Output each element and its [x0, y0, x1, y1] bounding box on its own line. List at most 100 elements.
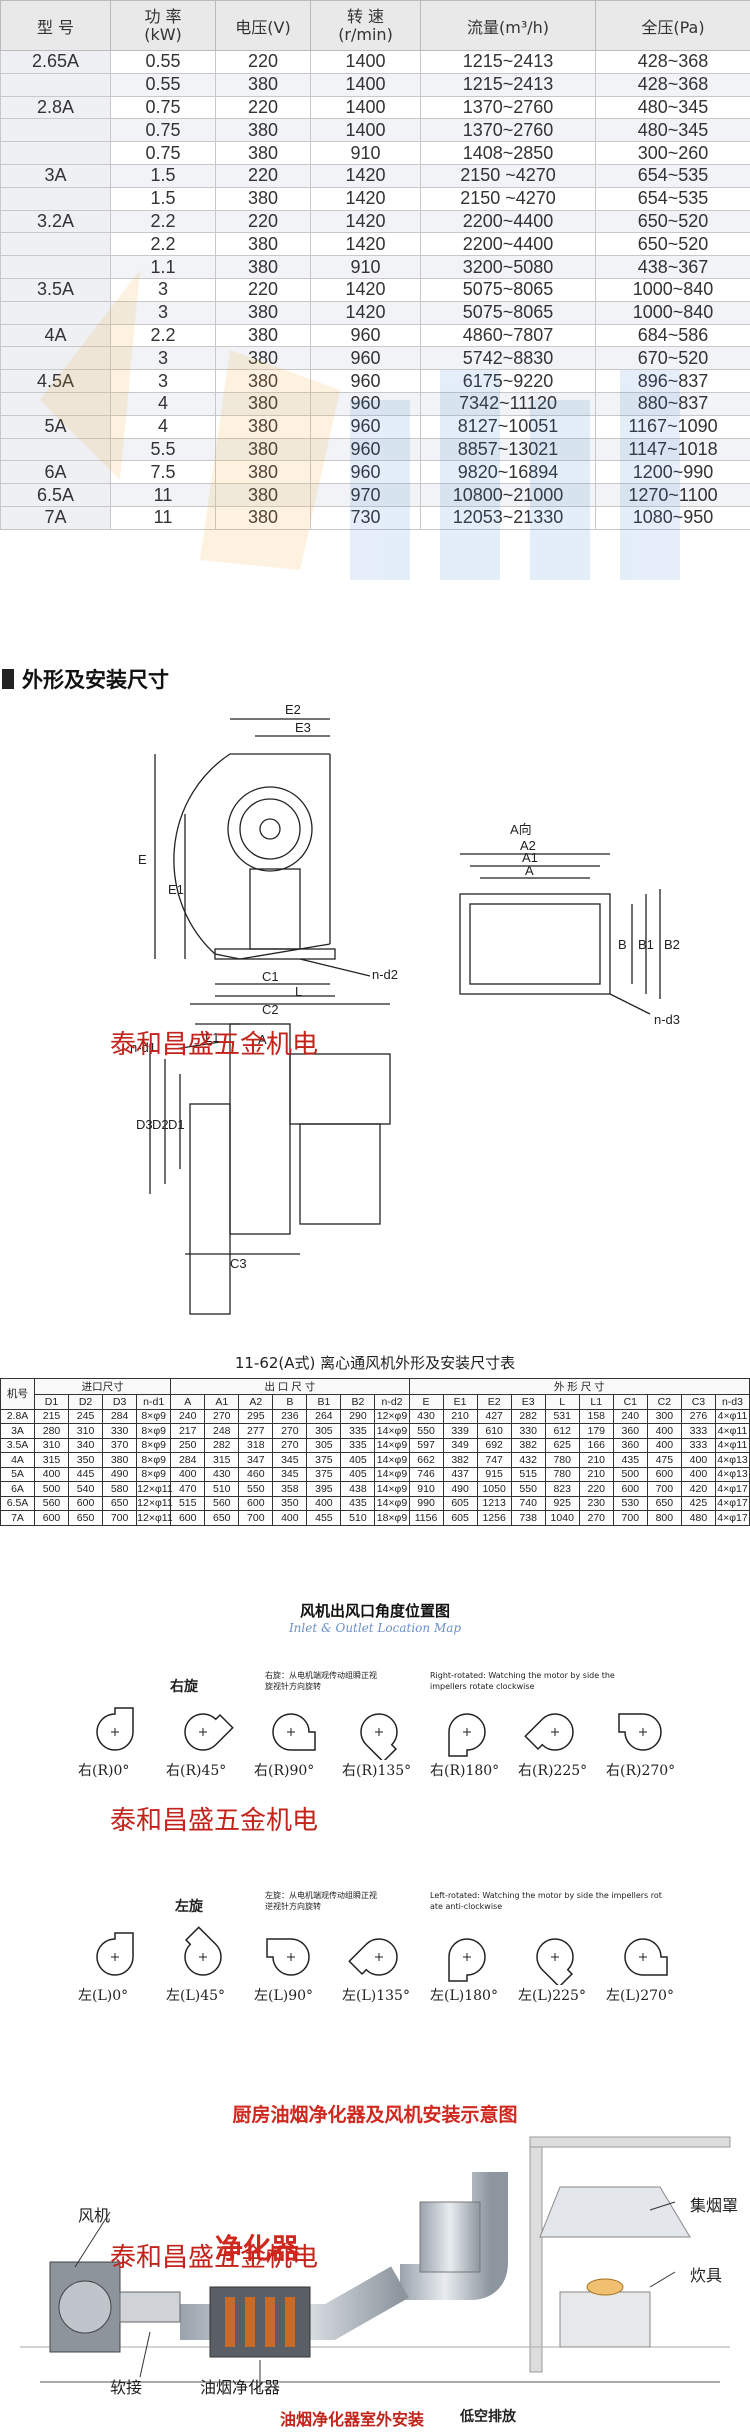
cell-voltage: 220: [215, 95, 311, 120]
dim-header-outlet: 出 口 尺 寸: [170, 1378, 410, 1395]
dim-cell: 6.5A: [0, 1495, 35, 1511]
fan-angle-label: 左(L)135°: [342, 1988, 410, 2004]
dim-cell: 780: [544, 1452, 580, 1468]
cell-model: [0, 437, 111, 462]
cell-flow: 1215~2413: [420, 50, 596, 74]
dim-cell: 405: [340, 1452, 376, 1468]
dim-cell: 345: [272, 1452, 308, 1468]
dim-cell: 425: [680, 1495, 716, 1511]
dim-col-header: D2: [68, 1394, 104, 1410]
cell-speed: 960: [310, 323, 421, 348]
dim-cell: 318: [238, 1437, 274, 1453]
cell-voltage: 380: [215, 437, 311, 462]
right-fan-row: 右(R)0°右(R)45°右(R)90°右(R)135°右(R)180°右(R)…: [78, 1700, 720, 1780]
dim-cell: 1213: [476, 1495, 512, 1511]
cell-flow: 1370~2760: [420, 118, 596, 143]
dim-col-header: E: [408, 1394, 444, 1410]
cell-model: 3.5A: [0, 277, 111, 302]
dim-header-outline: 外 形 尺 寸: [408, 1378, 750, 1395]
cell-model: [0, 72, 111, 97]
cell-power: 11: [110, 483, 216, 507]
dim-cell: 18×φ9: [374, 1510, 410, 1526]
hood-label: 集烟罩: [690, 2196, 739, 2215]
dim-cell: 460: [238, 1466, 274, 1482]
fan-position-2: 左(L)90°: [254, 1925, 326, 2005]
dim-cell: 700: [102, 1510, 138, 1526]
svg-text:n-d1: n-d1: [130, 1040, 156, 1055]
fan-position-4: 左(L)180°: [430, 1925, 502, 2005]
fan-angle-label: 右(R)45°: [166, 1763, 227, 1779]
cell-power: 2.2: [110, 209, 216, 234]
fan-position-1: 左(L)45°: [166, 1925, 238, 2005]
cell-pressure: 428~368: [595, 72, 750, 97]
dim-cell: 4×φ17: [714, 1495, 750, 1511]
dim-cell: 276: [680, 1408, 716, 1424]
dim-cell: 531: [544, 1408, 580, 1424]
svg-text:A: A: [525, 863, 534, 878]
kitchen-diagram: 厨房油烟净化器及风机安装示意图 风机 集烟罩: [0, 2092, 750, 2435]
cell-flow: 8127~10051: [420, 414, 596, 439]
svg-text:L: L: [295, 984, 302, 999]
cell-model: [0, 186, 111, 211]
cell-flow: 12053~21330: [420, 505, 596, 530]
installation-drawings: E2 E3 E E1 C1 C2 n-d2 A向 A2 A1 A B B1 B2…: [0, 694, 750, 1344]
header-pressure: 全压(Pa): [595, 0, 750, 51]
stove-icon: [559, 2291, 651, 2348]
dim-cell: 1040: [544, 1510, 580, 1526]
dim-cell: 300: [646, 1408, 682, 1424]
cell-speed: 960: [310, 346, 421, 371]
cell-pressure: 654~535: [595, 186, 750, 211]
left-fan-row: 左(L)0°左(L)45°左(L)90°左(L)135°左(L)180°左(L)…: [78, 1925, 720, 2005]
dim-cell: 270: [272, 1437, 308, 1453]
soft-joint-label: 软接: [110, 2378, 143, 2397]
dim-cell: 432: [510, 1452, 546, 1468]
dim-cell: 550: [408, 1423, 444, 1439]
dim-cell: 650: [204, 1510, 240, 1526]
dim-cell: 445: [68, 1466, 104, 1482]
cell-model: 4.5A: [0, 369, 111, 393]
dim-cell: 400: [646, 1437, 682, 1453]
drawing-labels: E2 E3 E E1 C1 C2 n-d2 A向 A2 A1 A B B1 B2…: [130, 702, 680, 1271]
dim-cell: 347: [238, 1452, 274, 1468]
svg-text:C2: C2: [262, 1002, 279, 1017]
cell-pressure: 438~367: [595, 255, 750, 279]
dim-cell: 480: [680, 1510, 716, 1526]
svg-text:n-d3: n-d3: [654, 1012, 680, 1027]
dim-cell: 490: [102, 1466, 138, 1482]
dim-col-header: E3: [510, 1394, 546, 1410]
cell-model: [0, 118, 111, 143]
fan-rotation-icon: [96, 1932, 134, 1976]
fan-angle-label: 右(R)225°: [518, 1763, 588, 1779]
dim-cell: 4×φ11: [714, 1408, 750, 1424]
svg-text:A: A: [258, 1032, 267, 1047]
cell-power: 3: [110, 300, 216, 325]
dim-cell: 455: [306, 1510, 342, 1526]
dim-cell: 330: [102, 1423, 138, 1439]
cell-voltage: 380: [215, 460, 311, 485]
fan-angle-label: 右(R)270°: [606, 1763, 676, 1779]
dim-cell: 740: [510, 1495, 546, 1511]
dim-cell: 510: [340, 1510, 376, 1526]
dim-cell: 305: [306, 1423, 342, 1439]
cell-voltage: 380: [215, 346, 311, 371]
dim-cell: 1156: [408, 1510, 444, 1526]
location-map: 风机出风口角度位置图 Inlet & Outlet Location Map 右…: [0, 1600, 750, 2090]
cell-pressure: 670~520: [595, 346, 750, 371]
dim-cell: 370: [102, 1437, 138, 1453]
dim-cell: 6A: [0, 1481, 35, 1497]
dim-cell: 800: [646, 1510, 682, 1526]
dim-cell: 550: [510, 1481, 546, 1497]
fan-rotation-icon: [618, 1713, 662, 1751]
dim-cell: 1256: [476, 1510, 512, 1526]
svg-text:B1: B1: [638, 937, 654, 952]
dim-cell: 395: [306, 1481, 342, 1497]
fan-angle-label: 左(L)180°: [430, 1988, 498, 2004]
